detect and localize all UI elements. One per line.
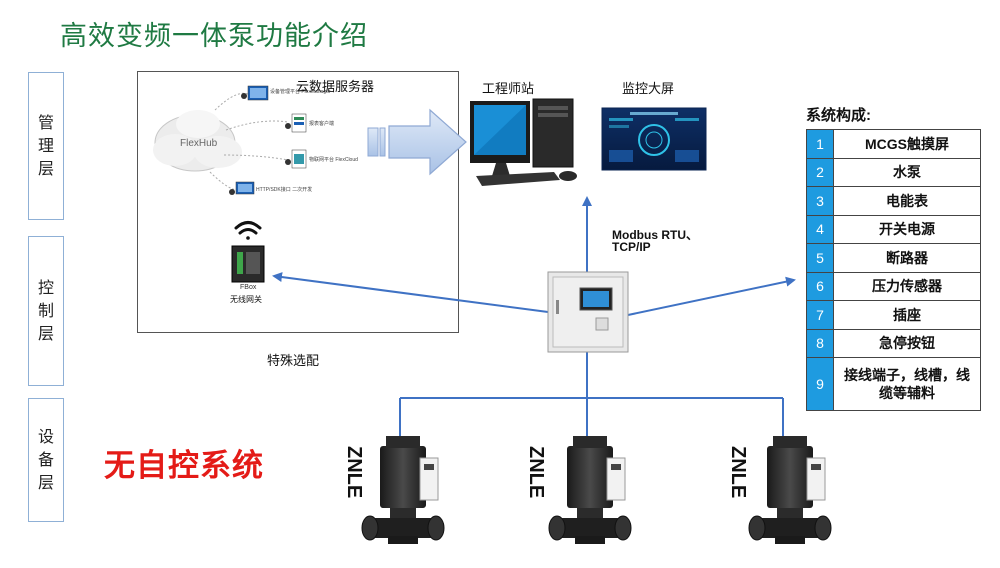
composition-title: 系统构成: [806, 107, 871, 124]
composition-row-text: 开关电源 [833, 214, 981, 244]
cloud-item-3: 物联网平台 FlexCloud [309, 157, 358, 163]
composition-row-number: 5 [806, 243, 834, 273]
flexhub-label: FlexHub [180, 138, 218, 149]
layer-control-label: 控制层 [38, 279, 55, 343]
composition-row-number: 6 [806, 271, 834, 301]
composition-row-text: 电能表 [833, 186, 981, 216]
cloud-item-4: HTTP/SDK接口 二次开发 [256, 187, 313, 193]
workstation-computer-icon [470, 98, 577, 186]
wifi-icon [234, 221, 262, 240]
composition-row-text: 水泵 [833, 157, 981, 187]
gateway-device-icon [231, 245, 265, 283]
pump-brand-label-3: ZNLE [727, 446, 749, 498]
composition-row-text: 压力传感器 [833, 271, 981, 301]
upload-arrow-icon [367, 108, 467, 176]
pump-icon-1 [361, 436, 445, 544]
page-title: 高效变频一体泵功能介绍 [60, 21, 368, 51]
workstation-label: 工程师站 [482, 81, 535, 96]
cloud-platform-icon [285, 149, 307, 169]
pump-icon-2 [548, 436, 632, 544]
cloud-item-1: 设备管理平台 FlexManager [270, 89, 331, 95]
cloud-server-label: 云数据服务器 [296, 79, 375, 94]
report-client-icon [285, 113, 307, 133]
layer-device-label: 设备层 [38, 428, 55, 492]
composition-row-text: 插座 [833, 300, 981, 330]
no-self-control-label: 无自控系统 [104, 448, 264, 483]
api-interface-icon [229, 181, 255, 195]
manager-platform-icon [241, 85, 269, 101]
composition-row-text: 接线端子，线槽，线缆等辅料 [833, 357, 981, 411]
monitoring-screen-icon [601, 107, 707, 171]
protocol-label-line2: TCP/IP [612, 240, 651, 254]
pump-icon-3 [748, 436, 832, 544]
control-cabinet-icon [547, 271, 629, 353]
layer-management-label: 管理层 [38, 114, 55, 178]
special-option-label: 特殊选配 [267, 353, 320, 368]
composition-row-text: 断路器 [833, 243, 981, 273]
composition-row-number: 1 [806, 129, 834, 159]
gateway-label-2: 无线网关 [230, 295, 262, 304]
layer-control: 控制层 [28, 236, 64, 386]
composition-row-text: 急停按钮 [833, 328, 981, 358]
monitor-screen-label: 监控大屏 [622, 81, 675, 96]
composition-row-text: MCGS触摸屏 [833, 129, 981, 159]
composition-row-number: 2 [806, 157, 834, 187]
cloud-icon [153, 110, 242, 172]
cloud-item-2: 报表客户端 [309, 121, 335, 127]
composition-row-number: 8 [806, 328, 834, 358]
layer-device: 设备层 [28, 398, 64, 522]
pump-brand-label-1: ZNLE [343, 446, 365, 498]
composition-row-number: 4 [806, 214, 834, 244]
gateway-label-1: FBox [240, 284, 257, 291]
layer-management: 管理层 [28, 72, 64, 220]
composition-row-number: 7 [806, 300, 834, 330]
pump-brand-label-2: ZNLE [525, 446, 547, 498]
composition-row-number: 3 [806, 186, 834, 216]
protocol-label-line1: Modbus RTU、 [612, 228, 698, 242]
composition-row-number: 9 [806, 357, 834, 411]
